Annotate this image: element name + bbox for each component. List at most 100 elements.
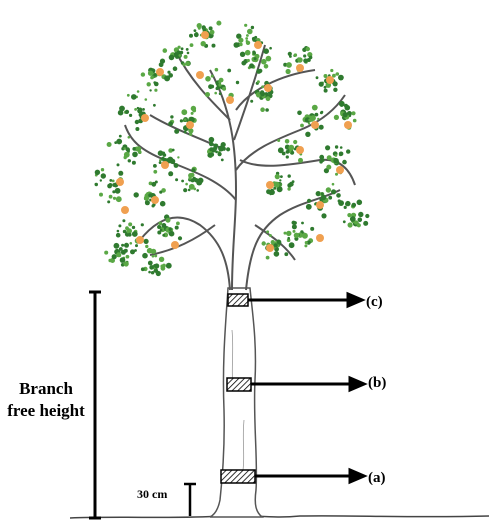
leaf — [112, 254, 117, 259]
fruit — [161, 161, 169, 169]
leaf — [116, 252, 121, 257]
fruit — [141, 114, 149, 122]
leaf — [132, 161, 136, 165]
leaf — [188, 177, 191, 180]
leaf — [127, 94, 130, 97]
leaf — [150, 76, 154, 80]
leaf — [148, 261, 153, 266]
fruit — [156, 68, 164, 76]
leaf — [297, 57, 302, 62]
leaf — [303, 54, 306, 57]
leaf — [177, 156, 179, 158]
fruit — [226, 96, 234, 104]
fruit — [296, 64, 304, 72]
leaf — [285, 139, 290, 144]
leaf — [145, 98, 148, 101]
leaf — [166, 218, 171, 223]
leaf — [181, 47, 184, 50]
leaf — [324, 89, 328, 93]
leaf — [168, 121, 173, 126]
leaf — [95, 170, 100, 175]
leaf — [351, 111, 355, 115]
branch-free-height-label: Branch free height — [0, 378, 92, 422]
leaf — [211, 75, 214, 78]
leaf — [162, 223, 167, 228]
leaf — [178, 46, 181, 49]
leaf — [343, 220, 346, 223]
measure-30cm-bar — [184, 484, 196, 516]
leaf — [122, 219, 125, 222]
leaf — [154, 263, 159, 268]
leaf — [219, 92, 222, 95]
leaf — [312, 105, 318, 111]
leaf — [189, 34, 193, 38]
leaf — [186, 48, 189, 51]
leaf — [154, 89, 157, 92]
leaf — [183, 188, 187, 192]
leaf — [298, 158, 303, 163]
leaf — [265, 108, 269, 112]
leaf — [345, 201, 350, 206]
leaf — [216, 21, 221, 26]
leaf — [205, 92, 210, 97]
leaf — [104, 251, 108, 255]
leaf — [134, 192, 139, 197]
leaf — [288, 174, 291, 177]
leaf — [153, 170, 157, 174]
leaf — [190, 43, 194, 47]
leaf — [347, 213, 351, 217]
leaf — [194, 178, 198, 182]
fruit — [344, 121, 352, 129]
leaf — [343, 112, 348, 117]
arrows — [248, 294, 364, 482]
leaf — [169, 231, 175, 237]
leaf — [118, 171, 123, 176]
leaf — [274, 251, 280, 257]
leaf — [151, 249, 156, 254]
leaf — [335, 145, 338, 148]
leaf — [159, 159, 162, 162]
leaf — [269, 47, 272, 50]
leaf — [181, 180, 184, 183]
leaf — [114, 243, 120, 249]
position-label-b: (b) — [368, 375, 386, 392]
leaf — [333, 88, 337, 92]
leaf — [124, 152, 130, 158]
leaf — [246, 34, 249, 37]
leaf — [334, 115, 339, 120]
ground-line — [70, 516, 489, 518]
leaf — [330, 69, 333, 72]
leaf — [332, 183, 335, 186]
leaf — [185, 61, 190, 66]
fruit — [186, 121, 194, 129]
leaf — [129, 114, 132, 117]
leaf — [148, 71, 153, 76]
leaf — [167, 157, 173, 163]
leaf — [137, 107, 139, 109]
leaf — [172, 149, 175, 152]
leaf — [344, 206, 347, 209]
fruit — [266, 181, 274, 189]
leaf — [116, 233, 121, 238]
branch-free-height-line-1: Branch — [0, 378, 92, 400]
leaf — [153, 164, 157, 168]
leaf — [100, 179, 102, 181]
leaf — [137, 90, 140, 93]
leaf — [340, 103, 344, 107]
leaf — [184, 131, 187, 134]
leaf — [306, 47, 310, 51]
leaf — [358, 212, 363, 217]
leaf — [188, 128, 193, 133]
leaf — [121, 244, 124, 247]
leaf — [266, 56, 272, 62]
leaf — [218, 146, 224, 152]
leaf — [308, 119, 311, 122]
leaf — [159, 191, 162, 194]
leaf — [256, 69, 261, 74]
leaf — [315, 113, 319, 117]
foliage-clusters — [95, 21, 370, 277]
leaf — [348, 222, 353, 227]
leaf — [287, 187, 290, 190]
leaf — [339, 152, 344, 157]
